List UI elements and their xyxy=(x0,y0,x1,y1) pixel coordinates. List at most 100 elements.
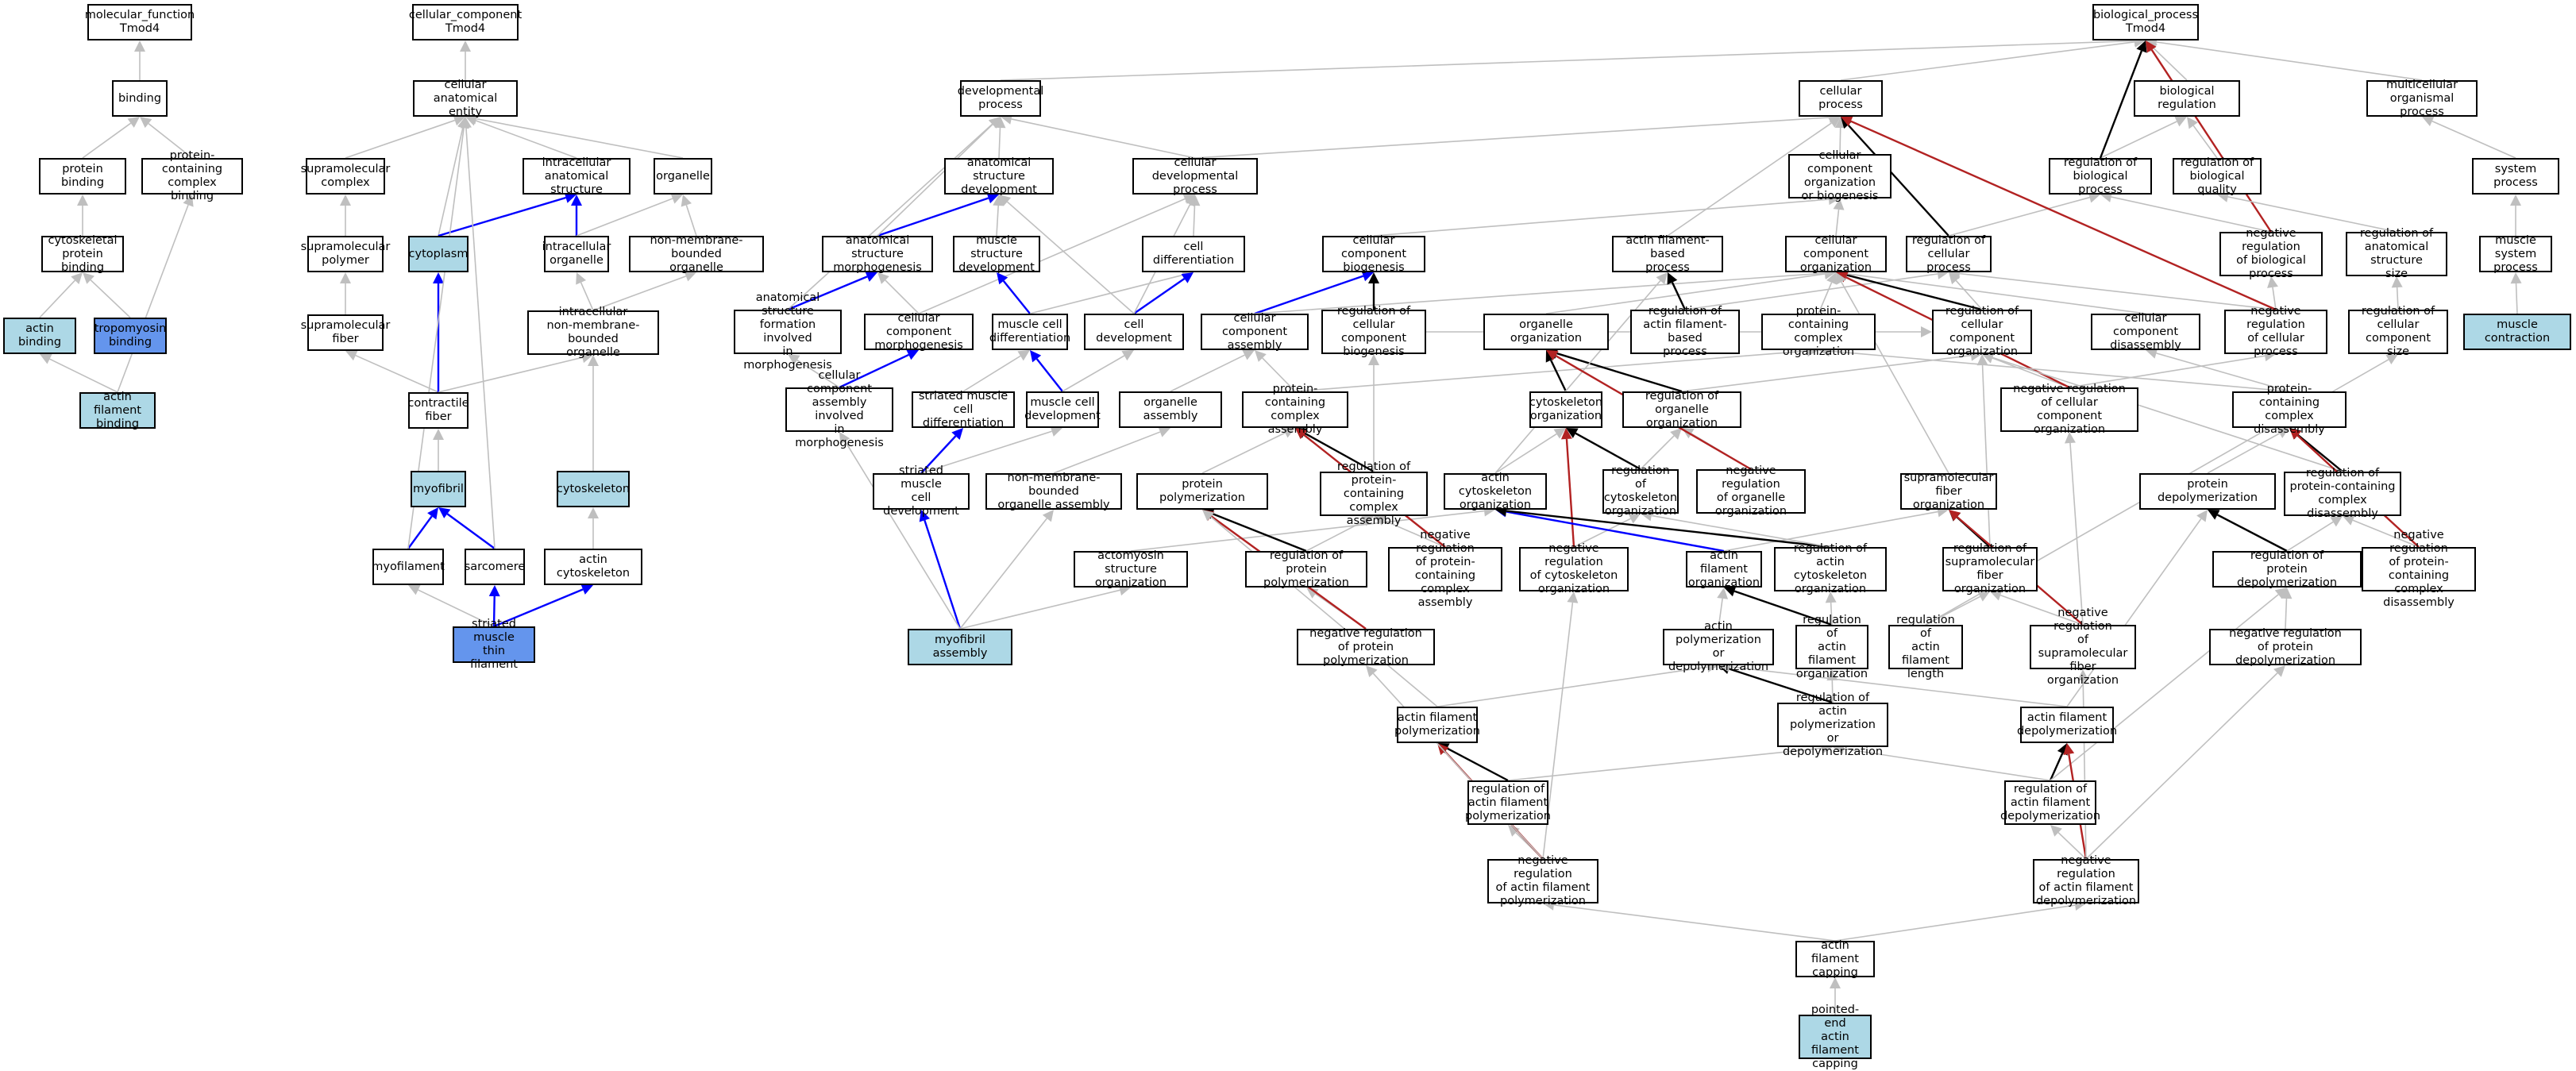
term-node-cc-root: cellular_component Tmod4 xyxy=(409,4,522,40)
edge-reg_oo-to-reg_cco xyxy=(1681,354,1972,392)
edge-pcd-to-pcco xyxy=(1829,350,2290,392)
term-node-reg-apd: regulation of actin polymerization or de… xyxy=(1777,692,1888,758)
term-node-ccd: cellular component disassembly xyxy=(2091,312,2200,352)
edge-cell_dev-to-cell_diff xyxy=(1133,277,1186,314)
edge-arrowhead xyxy=(1825,591,1837,603)
edge-nrcco-to-reg_cco xyxy=(1992,357,2070,388)
edge-arrowhead xyxy=(1042,510,1054,522)
edge-mcd-to-msd xyxy=(1002,280,1031,314)
edge-arrowhead xyxy=(1546,350,1559,361)
term-node-smtf: striated muscle thin filament xyxy=(453,618,535,671)
edge-arrowhead xyxy=(2146,40,2157,53)
edge-cdp-to-cellular_process xyxy=(1194,117,1830,159)
edge-smcdev-to-mcdev xyxy=(920,430,1052,474)
term-node-dev-process: developmental process xyxy=(958,80,1043,117)
edge-arrowhead xyxy=(1826,272,1837,285)
term-node-reg-bq: regulation of biological quality xyxy=(2173,156,2262,196)
term-node-reg-afd: regulation of actin filament depolymeriz… xyxy=(2000,780,2100,825)
term-node-nrpcd: negative regulation of protein-containin… xyxy=(2362,529,2476,609)
term-node-inmb-organelle: intracellular non-membrane-bounded organ… xyxy=(527,306,659,359)
edge-mcd-to-cell_diff xyxy=(1029,274,1183,314)
edge-arrowhead xyxy=(2063,743,2075,755)
edge-reg_pcd-to-reg_cco xyxy=(1992,356,2343,472)
term-node-nrco: negative regulation of cytoskeleton orga… xyxy=(1519,542,1629,595)
term-node-cdp: cellular developmental process xyxy=(1132,156,1258,196)
edge-afp-to-apd xyxy=(1436,666,1708,707)
edge-pcd-to-ccd xyxy=(2156,353,2290,392)
edge-arrowhead xyxy=(1670,428,1682,440)
edge-arrowhead xyxy=(1982,352,1995,363)
term-node-af-capping: actin filament capping xyxy=(1795,939,1875,979)
edge-multicell-to-bp_root xyxy=(2156,41,2423,81)
term-node-muscle-sys: muscle system process xyxy=(2479,234,2552,274)
edge-arrowhead xyxy=(1158,426,1170,437)
term-node-ccaim: cellular component assembly involved in … xyxy=(785,369,893,449)
edge-cyto_org-to-org_org xyxy=(1549,360,1568,392)
edge-afo-to-aco xyxy=(1506,510,1725,553)
edge-cytoplasm-to-cae xyxy=(438,127,464,237)
edge-ccm-to-asm xyxy=(885,279,920,314)
edge-arrowhead xyxy=(588,355,599,366)
term-node-reg-afp: regulation of actin filament polymerizat… xyxy=(1465,780,1551,825)
edge-nmb_organelle-to-organelle xyxy=(685,205,697,237)
edge-arrowhead xyxy=(453,114,465,126)
edge-sarcomere-to-myofibril xyxy=(446,513,496,549)
term-node-afp: actin filament polymerization xyxy=(1394,707,1480,743)
term-node-tropomyosin-binding: tropomyosin binding xyxy=(94,318,167,354)
term-node-aso: actomyosin structure organization xyxy=(1074,549,1188,589)
edge-arrowhead xyxy=(2330,516,2343,527)
edge-arrowhead xyxy=(2422,116,2435,127)
edge-arrowhead xyxy=(997,272,1008,285)
edge-afd-to-apd xyxy=(1729,665,2068,707)
edge-ccob-to-cellular_process xyxy=(1839,127,1841,155)
edge-arrowhead xyxy=(1361,270,1374,282)
edge-arrowhead xyxy=(877,272,889,284)
edge-reg_cp-to-reg_bp xyxy=(1948,196,2090,237)
edge-reg_cco-to-cco xyxy=(1846,274,1983,311)
term-node-reg-sfo: regulation of supramolecular fiber organ… xyxy=(1942,542,2038,595)
term-node-bp-root: biological_process Tmod4 xyxy=(2092,4,2199,40)
edge-org_assembly-to-cca xyxy=(1170,354,1245,392)
edge-arrowhead xyxy=(564,192,577,203)
edge-arrowhead xyxy=(681,195,692,207)
edge-arrowhead xyxy=(2289,428,2302,440)
edge-smcd-to-mcd xyxy=(962,355,1021,392)
term-node-reg-pcca: regulation of protein-containing complex… xyxy=(1320,460,1428,527)
edge-arrowhead xyxy=(2274,588,2287,599)
edge-nrbp-to-bp_root xyxy=(2150,49,2273,233)
edge-arrowhead xyxy=(488,585,500,597)
term-node-reg-afl: regulation of actin filament length xyxy=(1888,614,1963,680)
term-node-apd: actin polymerization or depolymerization xyxy=(1663,620,1774,673)
edge-arrowhead xyxy=(40,353,52,364)
edge-reg_cp-to-cellular_process xyxy=(1847,124,1949,237)
edge-nrpcd-to-reg_pcd xyxy=(2352,519,2420,548)
term-node-pcd: protein-containing complex disassembly xyxy=(2232,383,2347,436)
edge-arrowhead xyxy=(77,195,88,206)
edge-apd-to-afo xyxy=(1718,598,1723,630)
term-node-afd: actin filament depolymerization xyxy=(2017,707,2117,743)
edge-arrowhead xyxy=(2343,514,2355,526)
term-node-cytoskeleton: cytoskeleton xyxy=(557,471,630,507)
edge-arrowhead xyxy=(71,272,83,284)
edge-arrowhead xyxy=(1949,510,1961,522)
edge-arrowhead xyxy=(2064,432,2076,444)
edge-dev_process-to-bp_root xyxy=(1000,40,2135,81)
edge-myofibril_assembly-to-ccaim xyxy=(844,441,961,630)
term-node-pcca: protein-containing complex assembly xyxy=(1242,383,1348,436)
edge-prot_poly-to-pcca xyxy=(1201,432,1286,474)
edge-nrpcca-to-reg_pcca xyxy=(1383,519,1446,548)
term-node-cae: cellular anatomical entity xyxy=(413,79,518,118)
term-node-myofibril-assembly: myofibril assembly xyxy=(908,629,1012,665)
edge-arrowhead xyxy=(580,584,593,595)
edge-arrowhead xyxy=(670,193,683,204)
edge-arrowhead xyxy=(2385,354,2398,365)
edge-nrcp-to-nrbp xyxy=(2272,287,2277,310)
edge-arrowhead xyxy=(1553,428,1566,439)
edge-contractile_fiber-to-supra_fiber xyxy=(355,354,439,393)
term-node-reg-afo: regulation of actin filament organizatio… xyxy=(1795,614,1868,680)
edge-arrowhead xyxy=(576,272,587,285)
edge-arrowhead xyxy=(1508,825,1520,837)
term-node-org-assembly: organelle assembly xyxy=(1119,391,1222,428)
edge-nrcco-to-nrcp xyxy=(2069,355,2266,388)
term-node-system-process: system process xyxy=(2472,158,2559,195)
